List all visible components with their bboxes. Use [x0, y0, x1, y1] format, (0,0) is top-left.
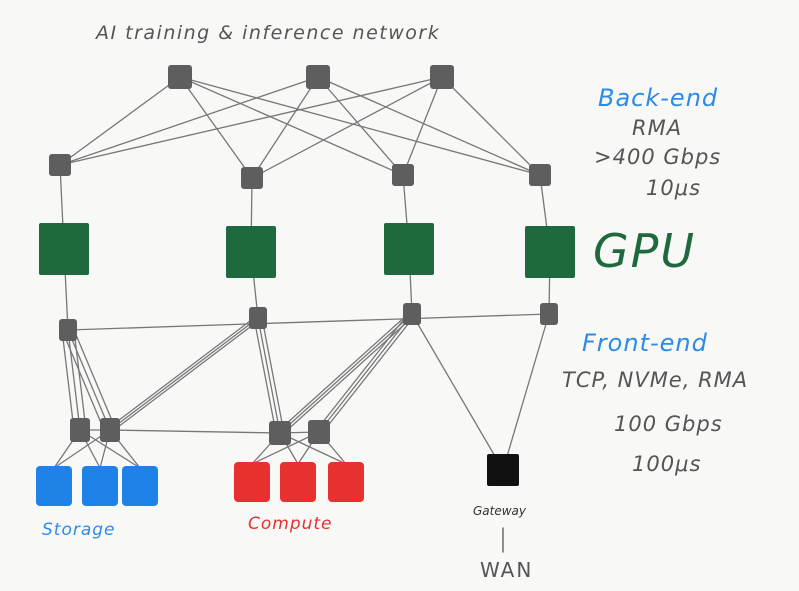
storage-switch-1	[70, 418, 90, 442]
frontend-latency: 100μs	[632, 452, 702, 476]
fe3-compute-link-b2	[318, 313, 413, 433]
backend-link-spine3-leaf4	[441, 76, 541, 176]
wan-label: WAN	[480, 558, 534, 582]
fe2-compute-link-1	[253, 317, 277, 434]
frontend-switch-3	[403, 303, 421, 325]
diagram-title: AI training & inference network	[96, 22, 441, 44]
fe1-storage-link-b1	[61, 329, 105, 431]
compute-node-2	[280, 462, 316, 502]
leaf-switch-3	[392, 164, 414, 186]
leaf-switch-4	[529, 164, 551, 186]
spine-switch-3	[430, 65, 454, 89]
fe2-storage-link-3	[113, 317, 263, 431]
fe2-compute-link-2	[257, 317, 281, 434]
storage-compute-link	[109, 429, 281, 434]
storage-node-3	[122, 466, 158, 506]
fe2-compute-link-3	[261, 317, 285, 434]
fe4-gateway-link	[502, 313, 550, 471]
compute-node-1	[234, 462, 270, 502]
storage-switch-2	[100, 418, 120, 442]
backend-link-spine2-leaf3	[317, 76, 404, 176]
fe3-gateway-link	[411, 313, 504, 471]
leaf-switch-2	[241, 167, 263, 189]
backend-latency: 10μs	[646, 176, 702, 200]
compute-switch-2	[308, 420, 330, 444]
fe3-compute-link-a2	[279, 313, 413, 434]
fe1-storage-link-b3	[73, 329, 117, 431]
fe2-storage-link-2	[109, 317, 259, 431]
frontend-switch-4	[540, 303, 558, 325]
compute-node-3	[328, 462, 364, 502]
gpu-label: GPU	[593, 224, 697, 278]
fe2-storage-link-1	[105, 317, 255, 431]
fe1-storage-link-b2	[67, 329, 111, 431]
frontend-bandwidth: 100 Gbps	[614, 412, 723, 436]
backend-link-spine1-leaf2	[179, 76, 253, 179]
fe1-storage-link-a1	[61, 329, 75, 431]
backend-link-spine3-leaf2	[251, 76, 443, 179]
gpu-node-3	[384, 223, 434, 275]
backend-protocol: RMA	[632, 116, 683, 140]
nodes	[36, 65, 575, 506]
backend-heading: Back-end	[598, 84, 719, 112]
backend-link-spine1-leaf3	[179, 76, 404, 176]
fe1-storage-link-a3	[73, 329, 87, 431]
spine-switch-1	[168, 65, 192, 89]
gateway-label: Gateway	[473, 504, 527, 518]
leaf-switch-1	[49, 154, 71, 176]
frontend-row-link	[67, 313, 550, 331]
frontend-protocols: TCP, NVMe, RMA	[562, 368, 749, 392]
gpu-node-1	[39, 223, 89, 275]
backend-bandwidth: >400 Gbps	[594, 145, 722, 169]
storage-node-1	[36, 466, 72, 506]
fe3-compute-link-a3	[283, 313, 417, 434]
gpu-node-4	[525, 226, 575, 278]
spine-switch-2	[306, 65, 330, 89]
backend-link-spine3-leaf3	[402, 76, 443, 176]
fe3-compute-link-b1	[314, 313, 409, 433]
fe3-compute-link-a1	[275, 313, 409, 434]
gateway-node	[487, 454, 519, 486]
compute-switch-1	[269, 421, 291, 445]
backend-link-spine1-leaf1	[59, 76, 181, 166]
gpu-node-2	[226, 226, 276, 278]
backend-link-spine3-leaf1	[59, 76, 443, 166]
compute-label: Compute	[248, 514, 333, 534]
frontend-heading: Front-end	[582, 329, 708, 357]
compute-node-link-2-1	[251, 431, 320, 465]
fe1-storage-link-a2	[67, 329, 81, 431]
backend-link-spine2-leaf2	[251, 76, 319, 179]
frontend-switch-2	[249, 307, 267, 329]
fe3-compute-link-b3	[322, 313, 417, 433]
storage-label: Storage	[42, 520, 116, 540]
storage-node-2	[82, 466, 118, 506]
backend-link-spine2-leaf4	[317, 76, 541, 176]
backend-link-spine2-leaf1	[59, 76, 319, 166]
frontend-switch-1	[59, 319, 77, 341]
